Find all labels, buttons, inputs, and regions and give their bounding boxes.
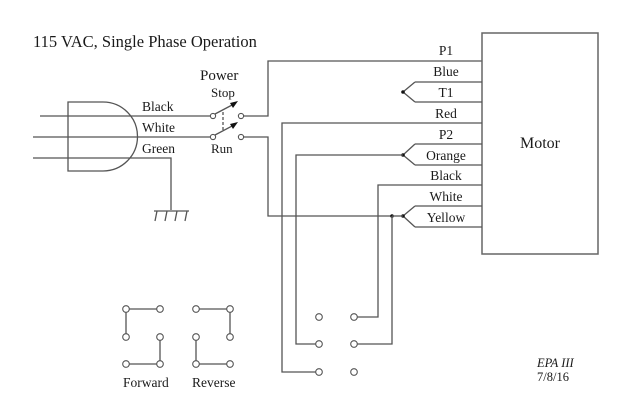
reverse-legend-icon — [192, 305, 234, 368]
reverse-label: Reverse — [192, 375, 235, 390]
stop-label: Stop — [211, 85, 235, 100]
switched-hot-wire — [243, 60, 482, 117]
lead-label-yellow: Yellow — [427, 210, 466, 225]
run-label: Run — [211, 141, 233, 156]
diagram-title: 115 VAC, Single Phase Operation — [33, 32, 257, 51]
forward-label: Forward — [123, 375, 169, 390]
green-wire — [33, 157, 172, 210]
jumper-white-yellow — [402, 205, 416, 228]
lead-black — [357, 184, 482, 318]
forward-legend-icon — [122, 305, 164, 368]
ground-icon — [154, 210, 189, 222]
jumper-p2-orange — [402, 143, 416, 166]
orange-run-wire — [295, 154, 403, 345]
plug-wire-label-white: White — [142, 120, 175, 135]
plug-icon — [67, 101, 139, 172]
plug-wire-label-green: Green — [142, 141, 175, 156]
motor-label: Motor — [520, 135, 561, 152]
lead-label-white: White — [430, 189, 463, 204]
switched-neutral-wire — [243, 136, 392, 217]
lead-label-p2: P2 — [439, 127, 453, 142]
power-switch[interactable] — [209, 101, 245, 141]
lead-red — [281, 122, 482, 373]
motor-box — [481, 32, 599, 255]
plug-wire-label-black: Black — [142, 99, 174, 114]
neutral-switch-wire — [357, 216, 393, 345]
lead-label-t1: T1 — [439, 85, 454, 100]
lead-label-red: Red — [435, 106, 457, 121]
lead-label-p1: P1 — [439, 43, 453, 58]
lead-label-orange: Orange — [426, 148, 466, 163]
reversing-switch[interactable] — [315, 313, 358, 376]
signature-author: EPA III — [536, 356, 575, 370]
lead-label-blue: Blue — [433, 64, 459, 79]
signature-date: 7/8/16 — [537, 370, 569, 384]
lead-label-black: Black — [430, 168, 462, 183]
power-switch-label: Power — [200, 68, 238, 84]
junction-dot — [401, 90, 405, 94]
